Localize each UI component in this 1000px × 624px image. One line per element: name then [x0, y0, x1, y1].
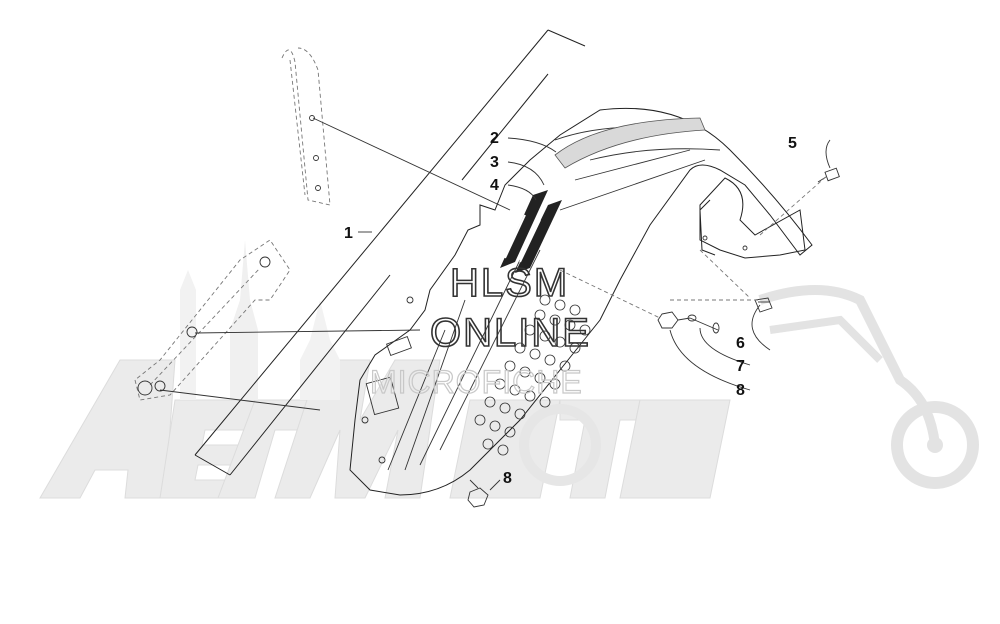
- screw-5-icon: [817, 167, 840, 183]
- vent-holes: [474, 294, 591, 456]
- callout-labels: 1 2 3 4 5 6 7 8 8: [344, 130, 797, 487]
- callout-3: 3: [490, 154, 499, 171]
- hlsm-watermark: HLSM ONLINE MICROFICHE: [369, 260, 591, 400]
- callout-1: 1: [344, 225, 353, 242]
- watermark-line3: MICROFICHE: [370, 364, 583, 400]
- decal-stripes: [500, 190, 562, 273]
- upper-strut: [281, 47, 511, 211]
- callout-2: 2: [490, 130, 499, 147]
- pin-7-icon: [687, 314, 720, 334]
- callout-4: 4: [490, 177, 499, 194]
- callout-7: 7: [736, 358, 745, 375]
- lower-linkage: [134, 239, 421, 411]
- hardware: [467, 139, 840, 508]
- watermark-line1: HLSM: [450, 261, 569, 305]
- clip-6-icon: [754, 297, 773, 313]
- frame-outline: [194, 29, 586, 476]
- callout-8-lower: 8: [503, 470, 512, 487]
- watermark-line2: ONLINE: [430, 311, 591, 355]
- brand-watermark: [39, 240, 979, 499]
- bolt-8-lower-icon: [467, 479, 489, 508]
- callout-5: 5: [788, 135, 797, 152]
- callout-6: 6: [736, 335, 745, 352]
- callout-8-upper: 8: [736, 382, 745, 399]
- rear-fender: [349, 107, 813, 496]
- callout-leaders: [358, 137, 557, 233]
- bolt-8-upper-icon: [657, 311, 691, 329]
